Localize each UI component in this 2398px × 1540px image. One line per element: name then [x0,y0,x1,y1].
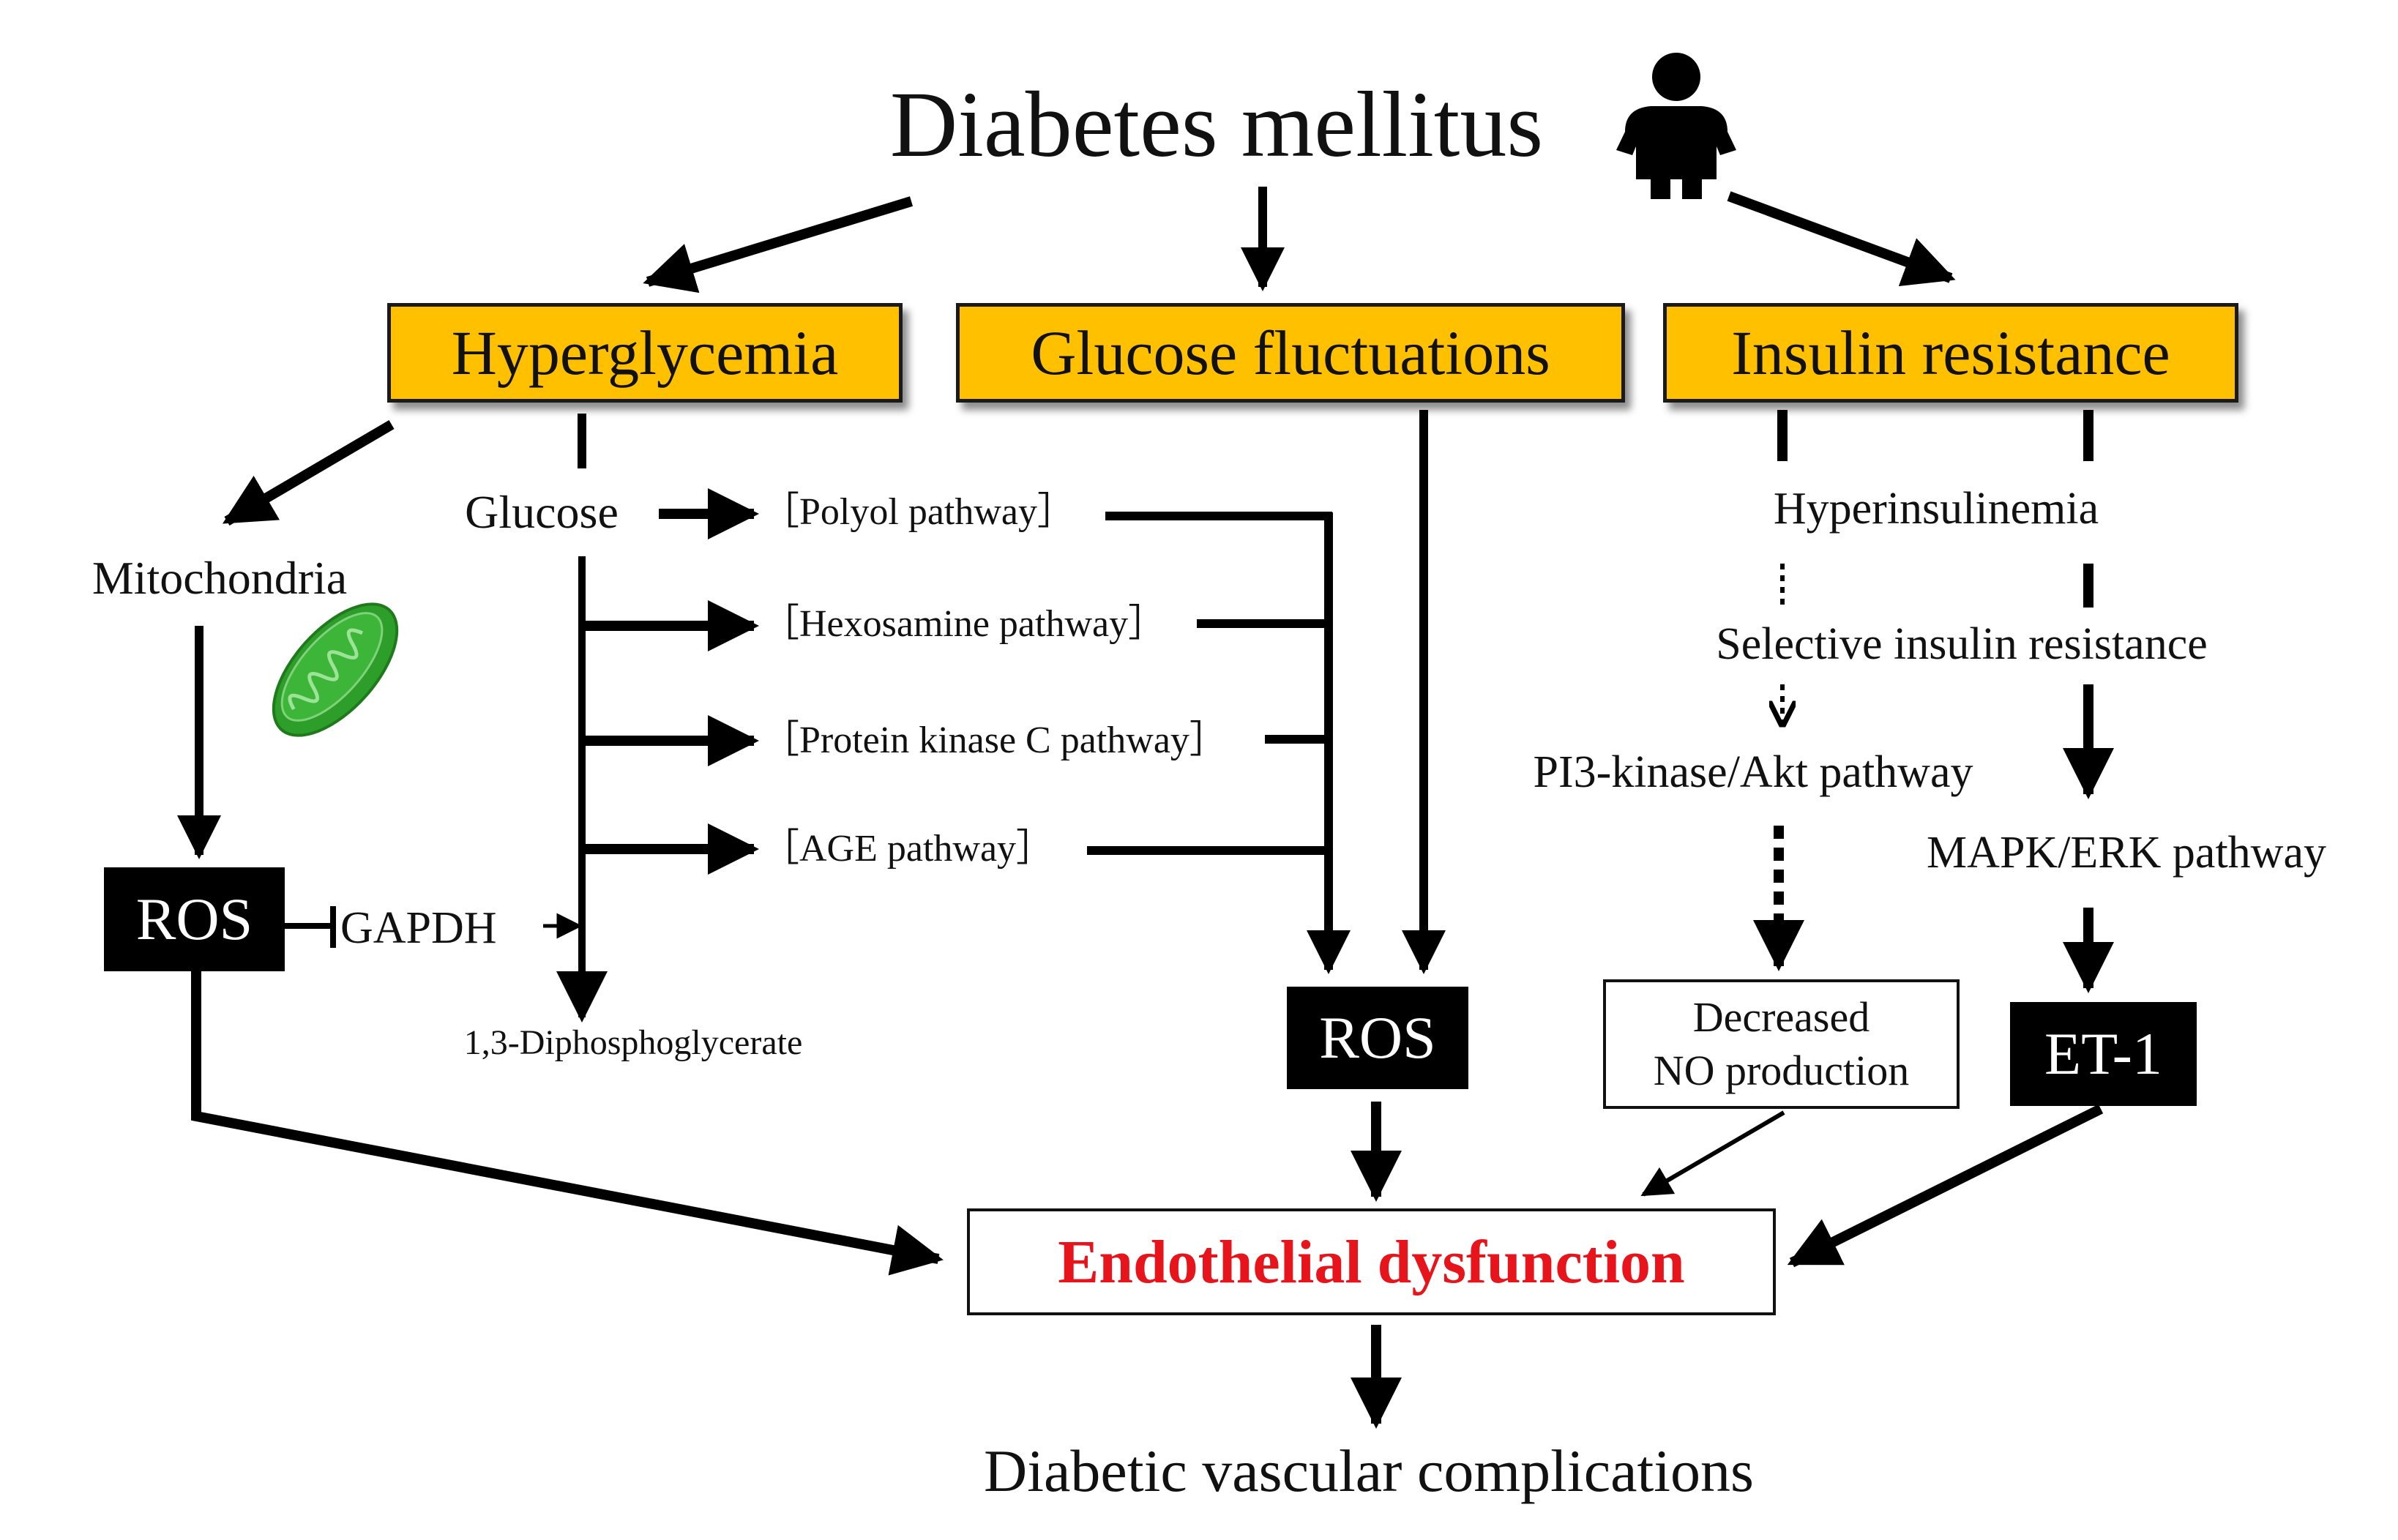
label-pkc-pathway: ［Protein kinase C pathway］ [761,719,1228,761]
left-ros-to-endothelial [191,971,944,1276]
label-polyol-pathway: ［Polyol pathway］ [761,491,1075,533]
box-hyperglycemia: Hyperglycemia [387,303,903,403]
label-age-pathway: ［AGE pathway］ [761,828,1055,870]
arrow-dm-to-insulin-resistance [1727,191,1956,286]
label-gapdh: GAPDH [340,903,497,953]
box-ros-mitochondrial: ROS [104,867,285,971]
no-to-endothelial [1640,1110,1785,1197]
label-glucose: Glucose [465,486,619,538]
label-hyperinsulinemia: Hyperinsulinemia [1773,484,2099,534]
et1-to-endothelial [1787,1104,2104,1268]
box-decreased-no-production: Decreased NO production [1603,979,1960,1109]
label-mapk-erk-pathway: MAPK/ERK pathway [1927,828,2326,878]
obese-person-icon [1616,53,1736,199]
label-pi3k-akt-pathway: PI3-kinase/Akt pathway [1533,747,1973,797]
title-diabetes-mellitus: Diabetes mellitus [889,72,1544,176]
arrow-dm-to-hyperglycemia [643,196,914,294]
no-line-1: Decreased [1692,993,1870,1041]
box-et1: ET-1 [2010,1002,2197,1106]
box-insulin-resistance: Insulin resistance [1663,303,2238,403]
arrow-hyperglycemia-to-mitochondria [222,419,395,526]
label-diphosphoglycerate: 1,3-Diphosphoglycerate [463,1023,803,1062]
no-line-2: NO production [1653,1046,1910,1094]
box-endothelial-dysfunction: Endothelial dysfunction [967,1208,1776,1315]
label-selective-insulin-resistance: Selective insulin resistance [1716,619,2208,669]
label-hexosamine-pathway: ［Hexosamine pathway］ [761,603,1167,645]
mitochondrion-icon [272,602,399,737]
box-ros-central: ROS [1287,987,1468,1089]
box-glucose-fluctuations: Glucose fluctuations [956,303,1625,403]
label-mitochondria: Mitochondria [91,552,348,604]
label-diabetic-vascular-complications: Diabetic vascular complications [984,1438,1754,1504]
